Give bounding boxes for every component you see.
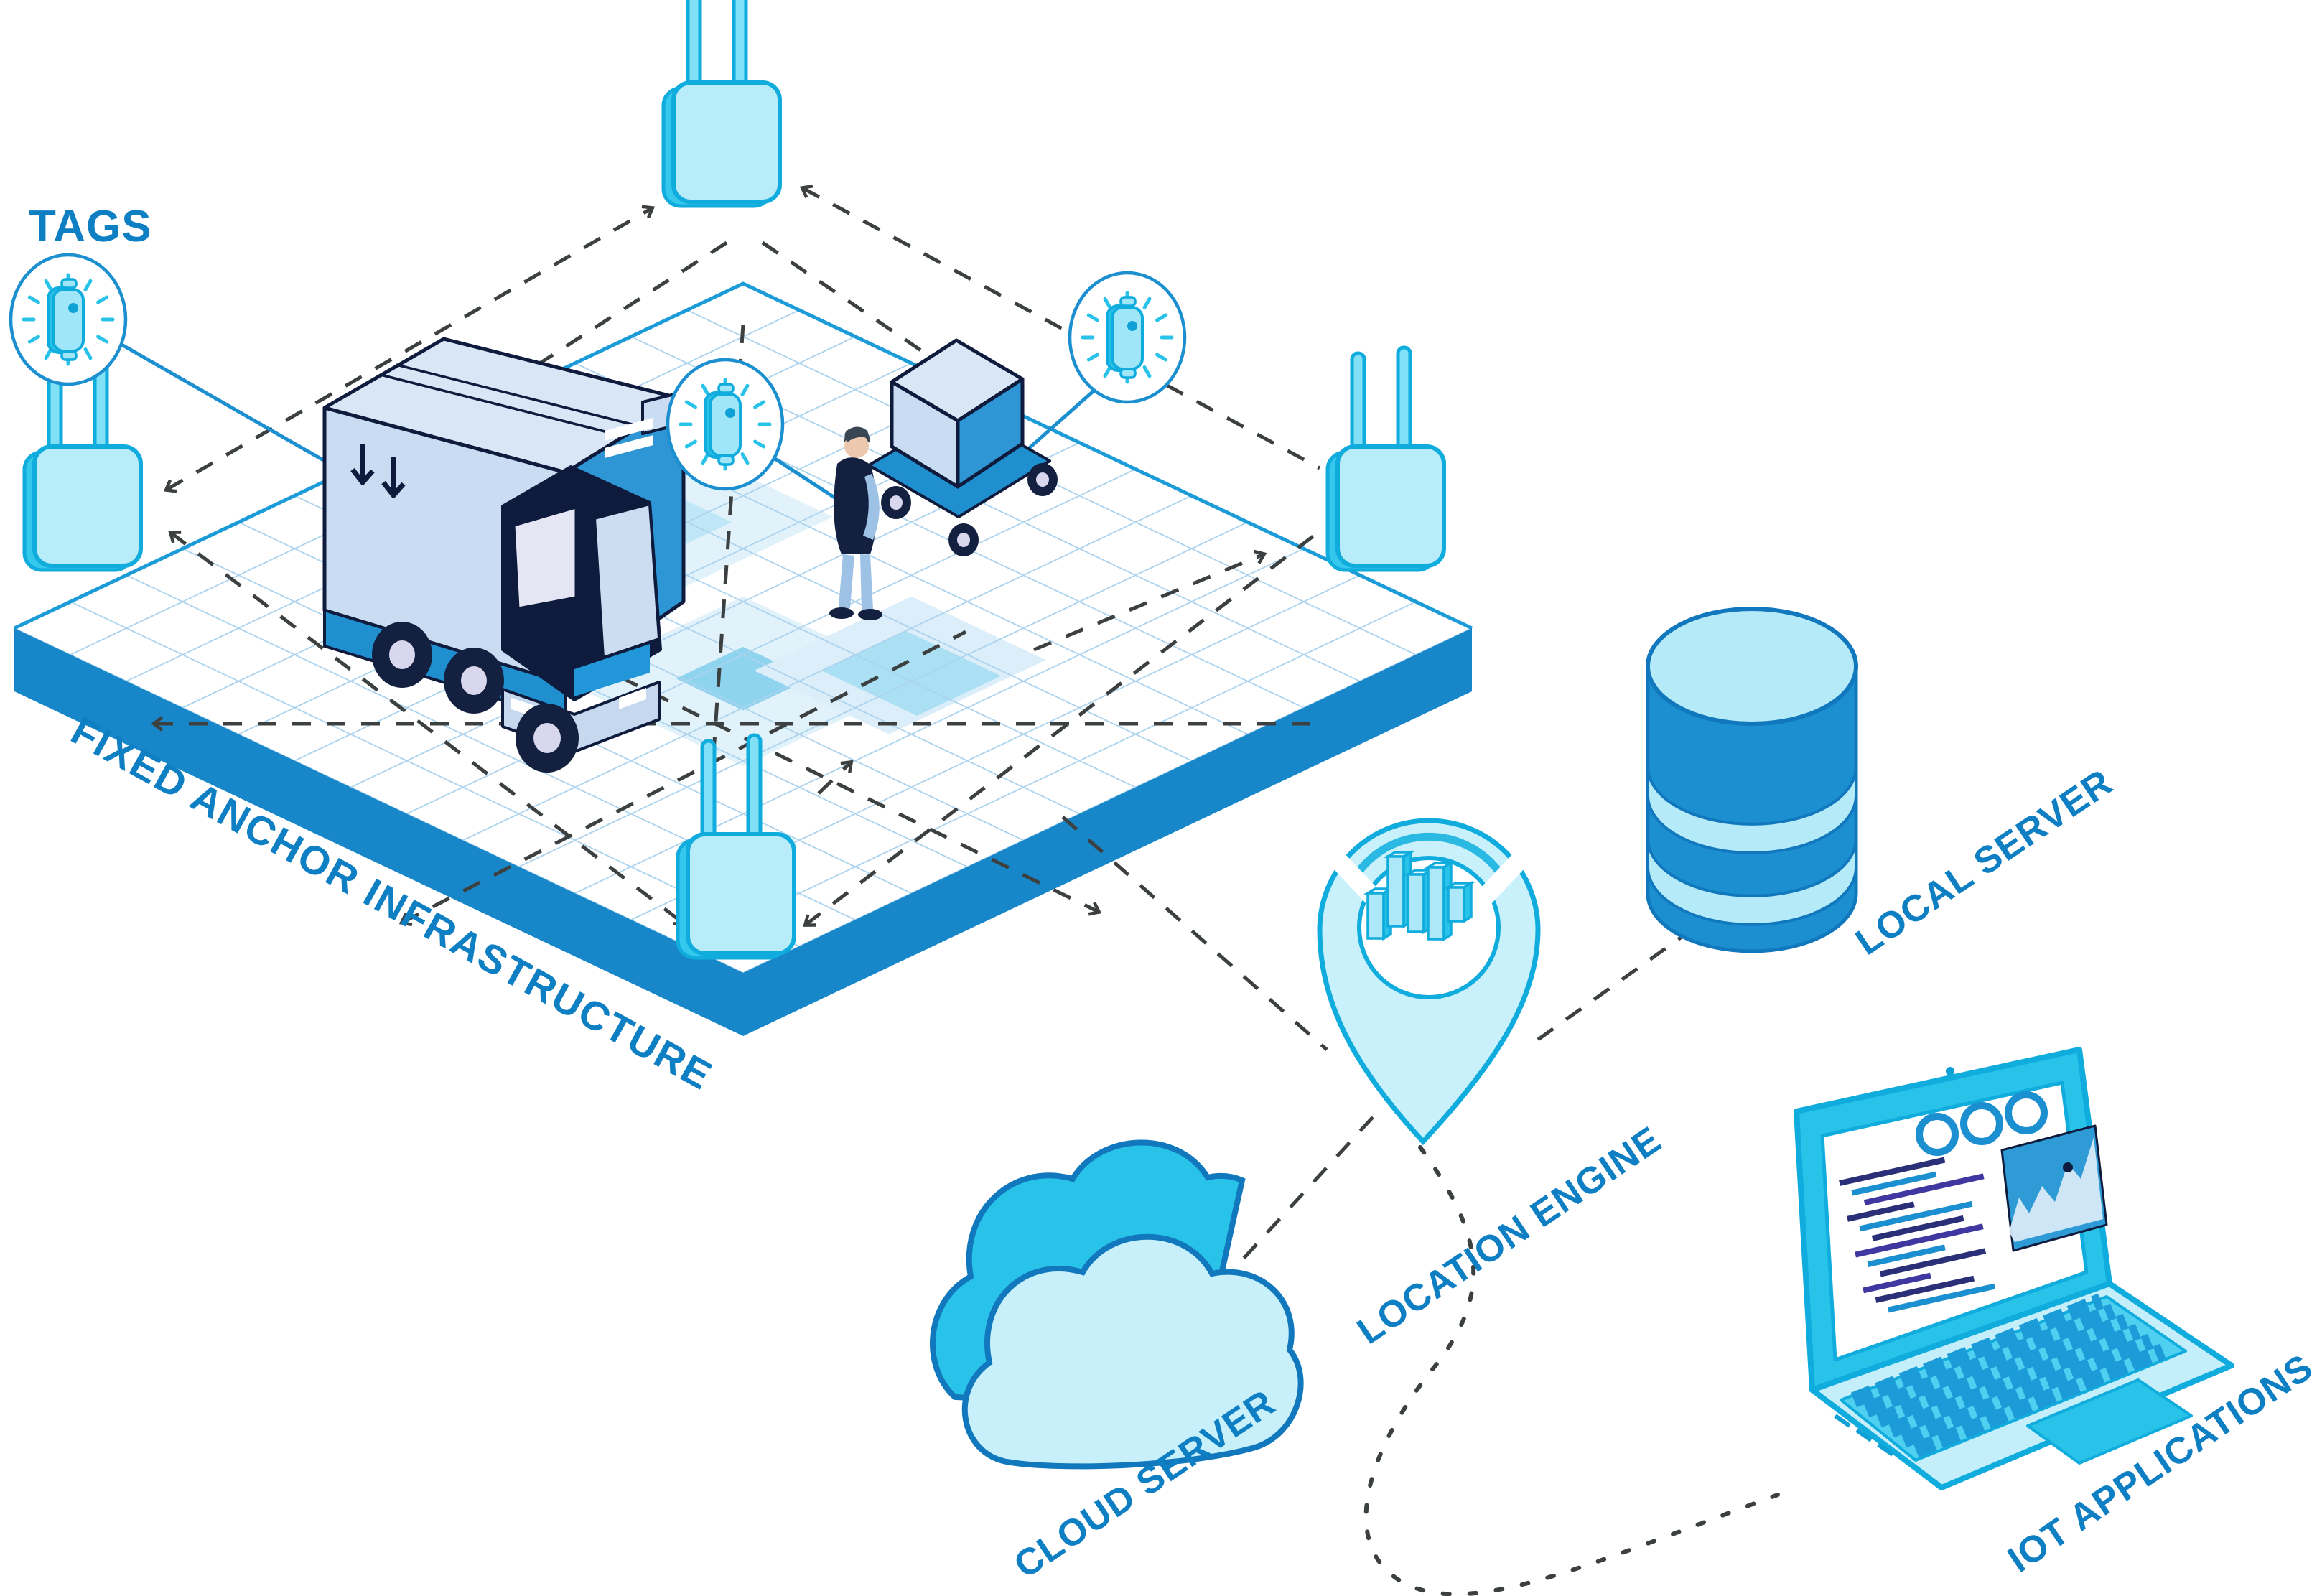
anchor-icon-right bbox=[1328, 347, 1444, 570]
database-icon bbox=[1646, 607, 1858, 953]
signal-dashed-lines bbox=[151, 185, 1323, 927]
screen-chart bbox=[2000, 1124, 2108, 1252]
truck-icon bbox=[322, 337, 686, 773]
label-tags: TAGS bbox=[29, 202, 152, 251]
pin-to-laptop-curve bbox=[1363, 1145, 1780, 1596]
person-icon bbox=[829, 426, 882, 620]
backend-connectors bbox=[1061, 816, 1780, 1596]
screen-ring-icons bbox=[1916, 1091, 2048, 1156]
location-pin-icon bbox=[1317, 818, 1541, 1146]
platform-band-right bbox=[743, 628, 1472, 1036]
keyboard-keys bbox=[1850, 1293, 2166, 1458]
tag-icon-left bbox=[11, 255, 126, 384]
cart-icon bbox=[867, 338, 1058, 556]
screen-code-lines bbox=[1839, 1157, 1996, 1313]
laptop-icon bbox=[1794, 1047, 2234, 1490]
anchor-icon-top bbox=[663, 0, 780, 206]
label-location-engine: LOCATION ENGINE bbox=[1350, 1119, 1669, 1353]
tag-icon-right bbox=[1070, 273, 1185, 402]
tag-icon-middle bbox=[668, 360, 783, 489]
label-local-server: LOCAL SERVER bbox=[1848, 761, 2120, 963]
cloud-icon bbox=[929, 1139, 1304, 1470]
